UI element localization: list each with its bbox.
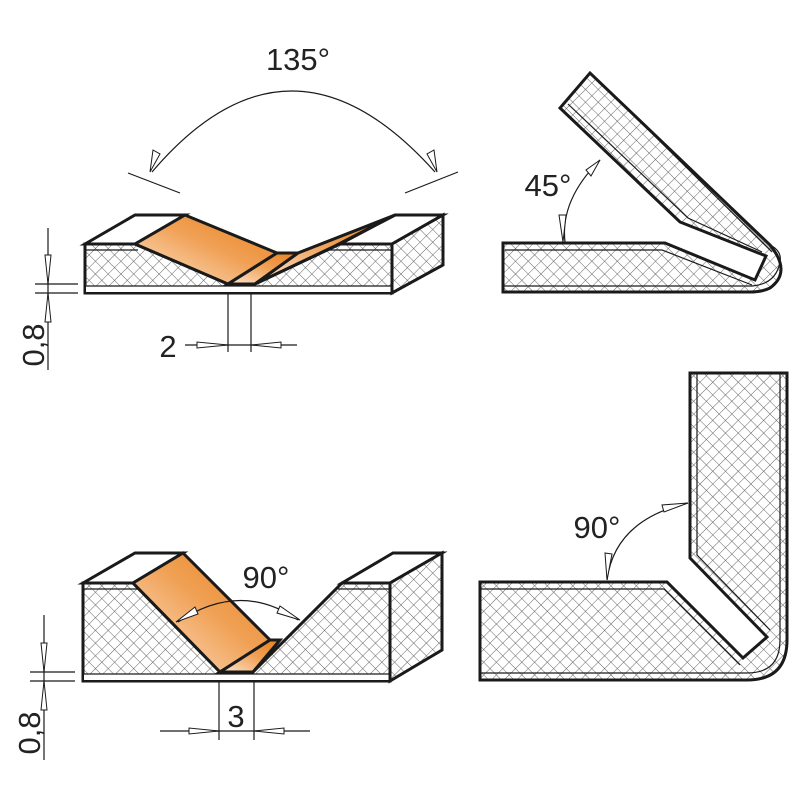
width-label-2: 2 (159, 329, 176, 364)
panel-90-groove: 90° 3 0,8 (12, 550, 448, 760)
groove-cut-bottom (214, 638, 284, 674)
arc-135 (151, 90, 436, 173)
panel-45-fold: 45° (501, 70, 783, 294)
side-face (388, 550, 444, 684)
angle-label-90-fold: 90° (574, 510, 621, 545)
arrow-head (426, 149, 438, 173)
panel-135-groove: 135° 2 0,8 (16, 42, 459, 370)
angle-label-45: 45° (525, 168, 572, 203)
thickness-label-bottom: 0,8 (12, 711, 47, 754)
folded-panel (501, 70, 783, 294)
width-label-3: 3 (227, 699, 244, 734)
panel-90-fold: 90° (478, 371, 789, 682)
groove-cut-right (254, 213, 396, 286)
angle-label-90-groove: 90° (243, 560, 290, 595)
angle-label-135: 135° (266, 42, 330, 77)
folded-panel (478, 371, 789, 682)
thickness-label-top: 0,8 (16, 323, 51, 366)
arrow-head (149, 149, 161, 173)
side-face (390, 212, 445, 296)
